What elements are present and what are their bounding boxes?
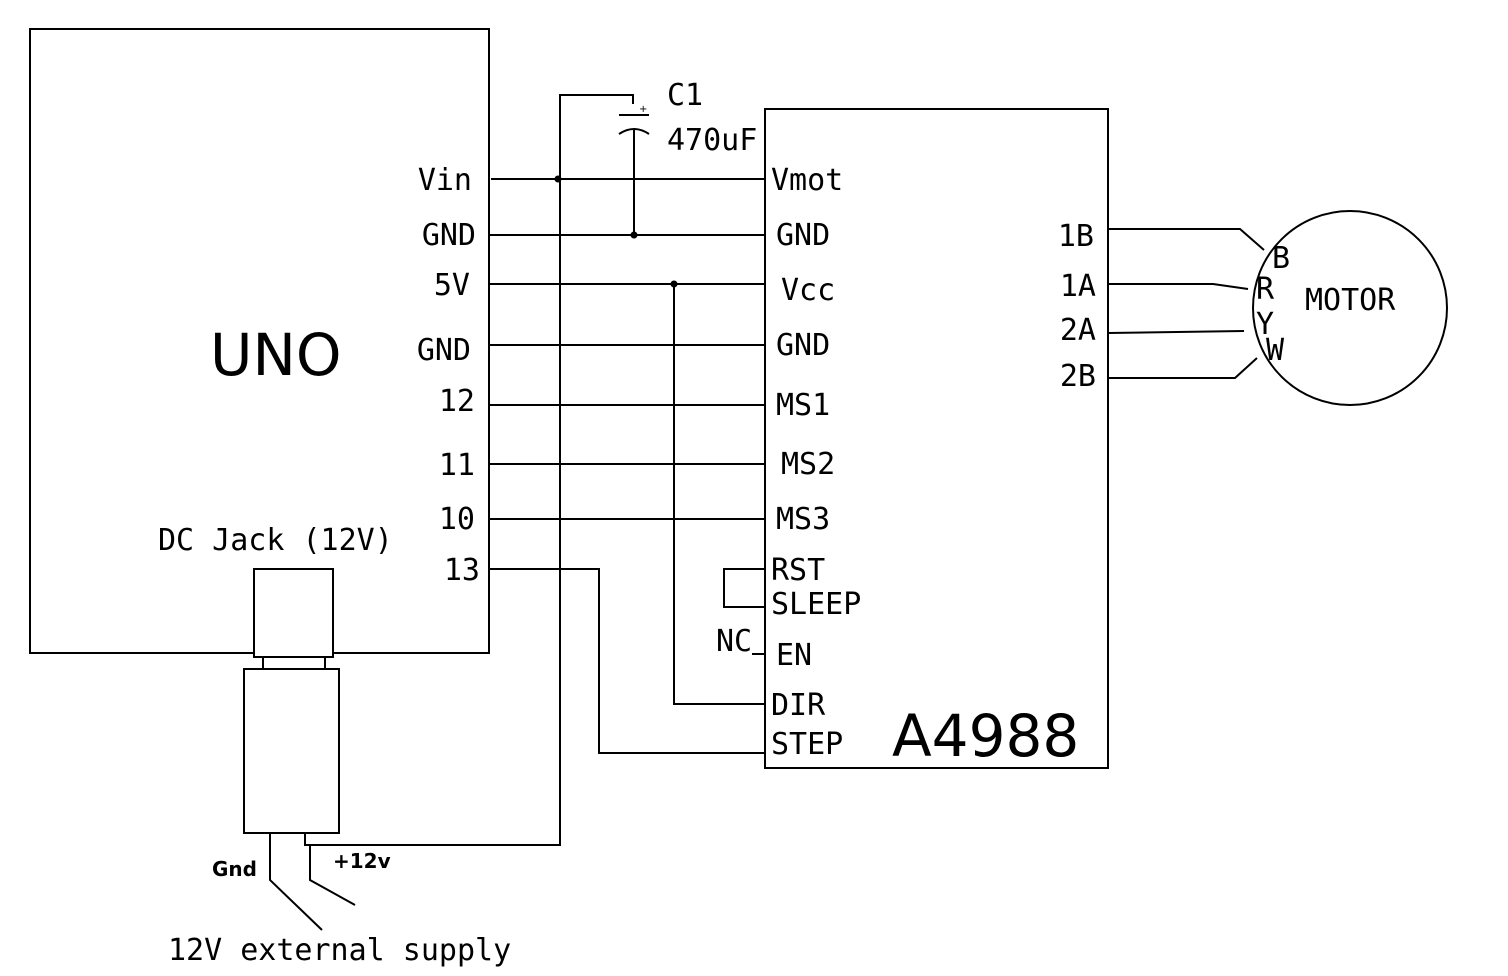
a4988-pin-vmot: Vmot [771,163,843,198]
wire-rst-sleep [723,568,765,608]
a4988-pin-dir: DIR [771,688,826,723]
cap-plate-negative [618,128,650,135]
cap-value: 470uF [667,123,757,158]
motor-body [1252,210,1448,406]
junction-cap-gnd [630,231,638,239]
motor-wire-r: R [1256,272,1275,307]
a4988-pin-ms3: MS3 [776,502,830,537]
supply-pos-lead [309,845,356,906]
a4988-pin-gnd1: GND [776,218,830,253]
uno-pin-12: 12 [439,384,475,419]
supply-gnd-wire [269,833,323,931]
dc-plug [243,668,340,834]
uno-pin-vin: Vin [418,163,472,198]
a4988-pin-en: EN [776,638,812,673]
wire-2b-motor [1108,357,1258,379]
dc-jack-socket [253,568,334,658]
motor-wire-y: Y [1256,307,1274,342]
a4988-pin-1a: 1A [1060,269,1096,304]
wire-13-step [489,568,765,754]
cap-polarity: + [639,104,647,115]
supply-pos-label: +12v [333,849,391,873]
wire-1b-motor [1108,228,1265,251]
motor-wire-w: W [1266,333,1285,368]
motor-label: MOTOR [1305,283,1396,318]
a4988-pin-sleep: SLEEP [771,587,861,622]
a4988-pin-ms2: MS2 [781,447,835,482]
a4988-board [764,108,1109,769]
supply-caption: 12V external supply [168,933,511,968]
cap-ref: C1 [667,78,703,113]
uno-pin-13: 13 [444,553,480,588]
dc-jack-collar [262,656,326,670]
junction-vmot [554,175,562,183]
a4988-pin-step: STEP [771,727,843,762]
uno-pin-gnd2: GND [417,333,471,368]
uno-pin-5v: 5V [434,268,470,303]
motor-wire-b: B [1272,241,1290,276]
a4988-pin-2b: 2B [1060,359,1096,394]
uno-board [29,28,490,654]
dc-jack-label: DC Jack (12V) [158,523,393,558]
a4988-pin-gnd2: GND [776,328,830,363]
uno-pin-11: 11 [439,448,475,483]
a4988-pin-1b: 1B [1058,219,1094,254]
uno-pin-gnd1: GND [422,218,476,253]
wire-2a-motor [1107,330,1245,334]
uno-label: UNO [210,321,342,389]
supply-gnd-label: Gnd [212,857,257,881]
a4988-label: A4988 [892,702,1079,770]
a4988-pin-rst: RST [771,553,825,588]
wire-vcc-dir [673,284,765,705]
a4988-pin-vcc: Vcc [781,273,835,308]
wire-1a-motor [1108,283,1249,290]
en-nc-label: NC [716,624,752,659]
a4988-pin-ms1: MS1 [776,388,830,423]
a4988-pin-2a: 2A [1060,313,1096,348]
supply-12v-wire [304,94,634,846]
uno-pin-10: 10 [439,502,475,537]
